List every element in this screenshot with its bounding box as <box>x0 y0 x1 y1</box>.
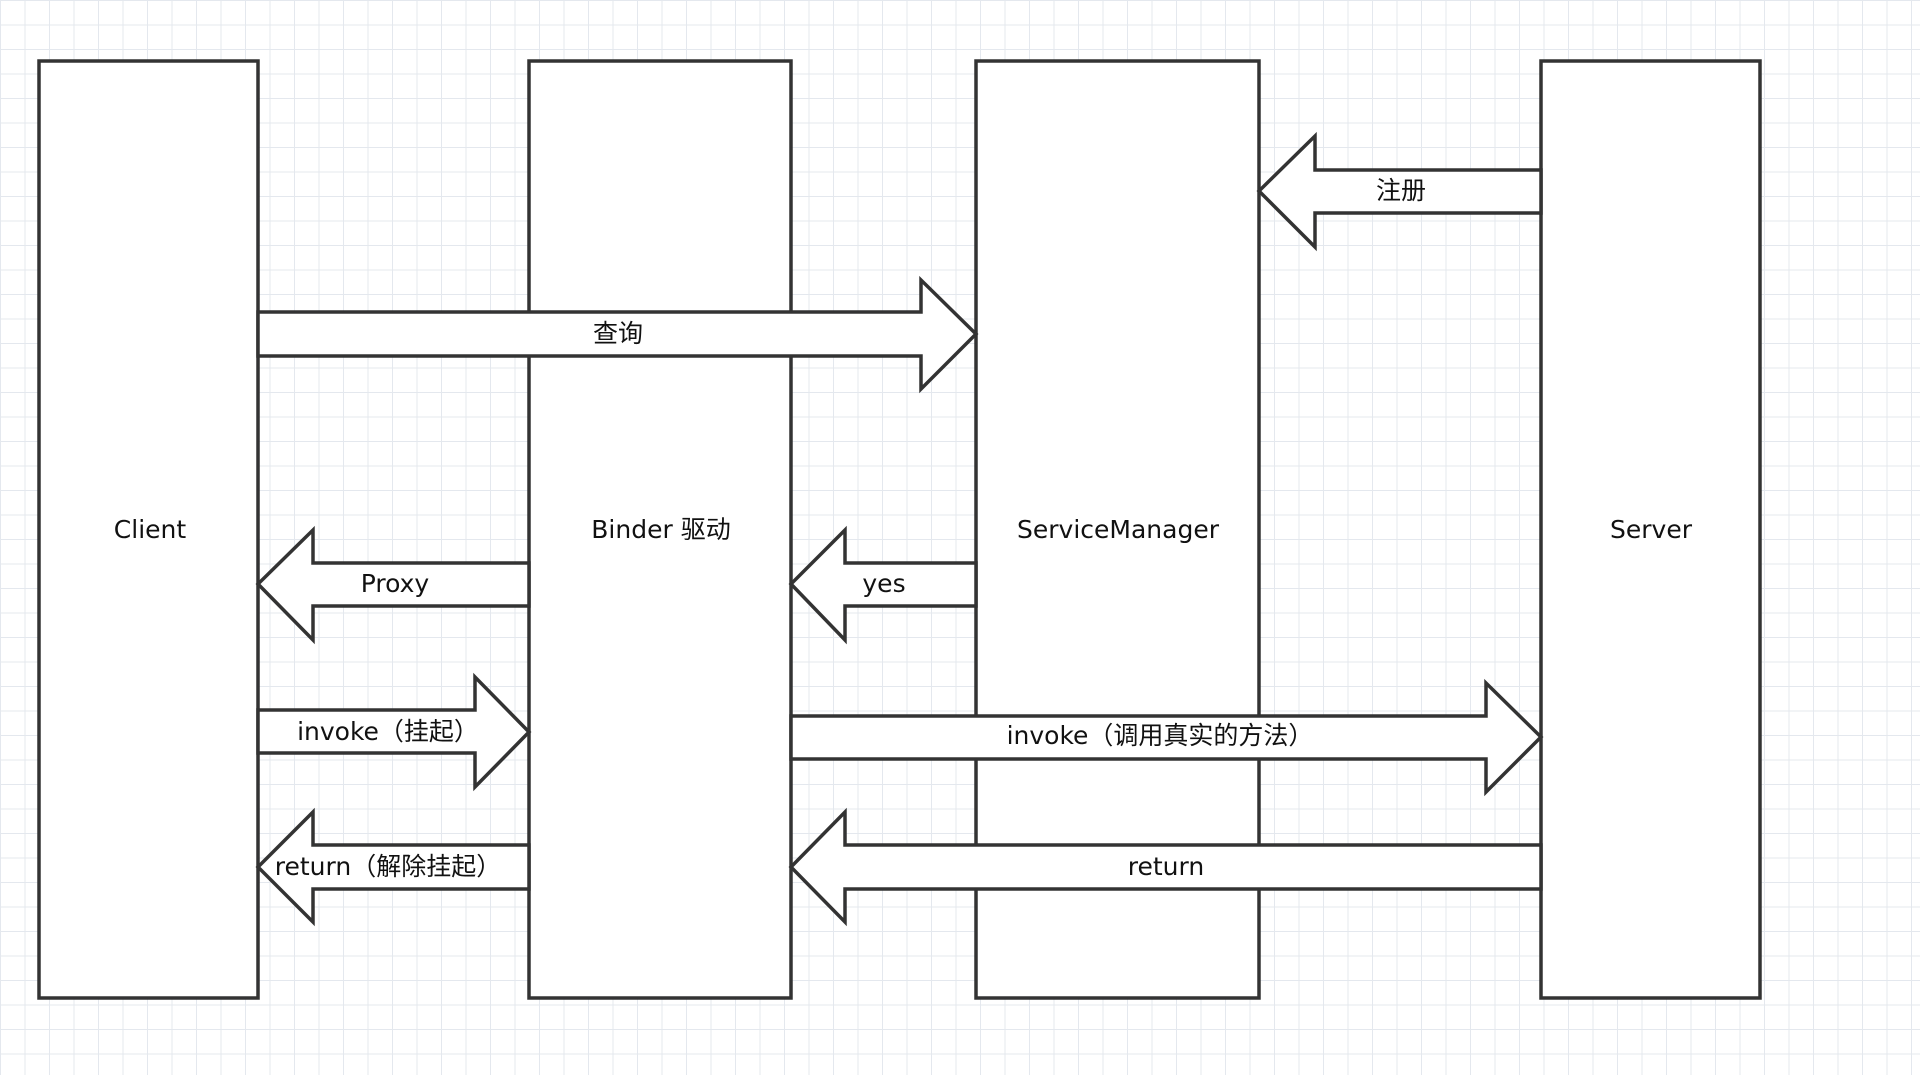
proxy-arrow <box>255 525 531 645</box>
service-manager-label: ServiceManager <box>1017 515 1220 544</box>
query-label: 查询 <box>593 319 643 348</box>
invoke-suspend-label: invoke（挂起） <box>297 717 479 746</box>
invoke-suspend-arrow <box>256 672 532 792</box>
binder-driver-box <box>527 59 793 1000</box>
server-label: Server <box>1610 515 1693 544</box>
client-box <box>37 59 260 1000</box>
return-arrow <box>788 807 1543 927</box>
register-arrow <box>1256 131 1543 252</box>
yes-label: yes <box>862 569 905 598</box>
server-box <box>1539 59 1762 1000</box>
register-label: 注册 <box>1376 176 1426 205</box>
client-label: Client <box>114 515 187 544</box>
proxy-label: Proxy <box>361 569 430 598</box>
binder-driver-label: Binder 驱动 <box>591 515 730 544</box>
return-resume-label: return（解除挂起） <box>275 852 501 881</box>
yes-arrow <box>788 525 978 645</box>
service-manager-box <box>974 59 1261 1000</box>
query-arrow <box>256 275 979 394</box>
invoke-real-arrow <box>789 678 1544 797</box>
return-resume-arrow <box>255 807 531 927</box>
invoke-real-label: invoke（调用真实的方法） <box>1007 721 1314 750</box>
return-label: return <box>1128 852 1204 881</box>
